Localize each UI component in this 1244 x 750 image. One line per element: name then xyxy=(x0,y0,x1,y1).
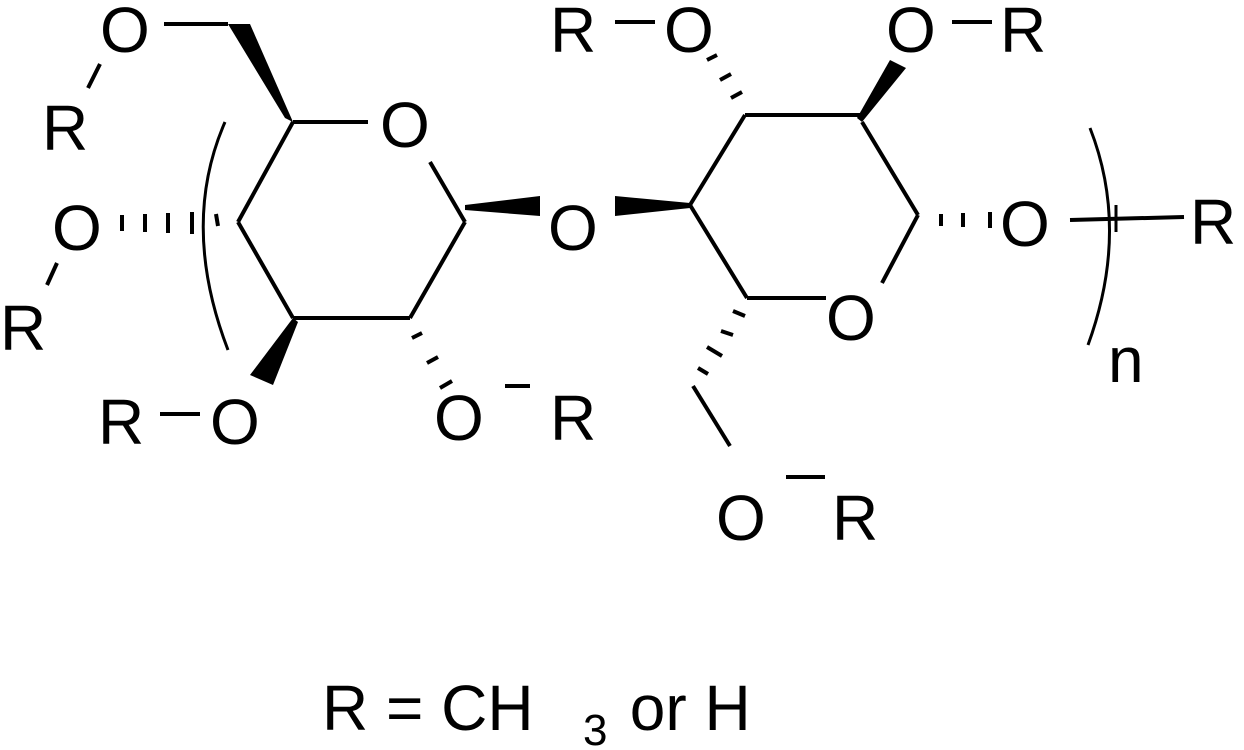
wedge-bond-c2prime xyxy=(857,60,906,122)
atom-o6prime: O xyxy=(716,482,766,554)
svg-text:or H: or H xyxy=(612,672,751,744)
atom-ring1-o: O xyxy=(380,89,430,161)
ring-2-bonds xyxy=(688,113,920,300)
repeat-bracket-right xyxy=(1086,127,1111,346)
repeat-subscript-n: n xyxy=(1108,324,1144,396)
atom-o3prime: O xyxy=(664,0,714,66)
atom-r3: R xyxy=(98,386,144,458)
atom-r2: R xyxy=(550,382,596,454)
atom-o1prime: O xyxy=(1000,188,1050,260)
atom-r6prime: R xyxy=(832,482,878,554)
svg-text:R = CH: R = CH xyxy=(322,672,534,744)
atom-o6: O xyxy=(100,0,150,66)
atom-r3prime: R xyxy=(550,0,596,66)
atom-ring2-o: O xyxy=(826,282,876,354)
atom-o4: O xyxy=(52,192,102,264)
atom-terminal-r: R xyxy=(1190,186,1236,258)
hash-bond-c1prime xyxy=(939,212,992,228)
hash-bond-c2 xyxy=(411,331,454,390)
atom-o2: O xyxy=(434,382,484,454)
ring-1-bonds xyxy=(236,120,467,320)
hash-bond-c5prime xyxy=(696,309,746,376)
hash-bond-c4 xyxy=(120,212,220,234)
legend-r-definition: R = CH 3 or H xyxy=(322,672,751,750)
atom-o2prime: O xyxy=(886,0,936,66)
repeat-bracket-left xyxy=(201,121,230,351)
atom-o3: O xyxy=(210,386,260,458)
wedge-bond-c6 xyxy=(228,24,293,122)
wedge-bond-c4prime-glycosidic xyxy=(615,196,690,216)
wedge-bond-c3 xyxy=(250,318,298,385)
atom-r4: R xyxy=(0,292,46,364)
wedge-bond-c1-glycosidic xyxy=(465,196,540,216)
atom-glycosidic-o: O xyxy=(548,192,598,264)
hash-bond-c3prime xyxy=(706,53,743,100)
atom-r6: R xyxy=(42,92,88,164)
atom-r2prime: R xyxy=(1000,0,1046,66)
svg-text:3: 3 xyxy=(583,706,607,750)
